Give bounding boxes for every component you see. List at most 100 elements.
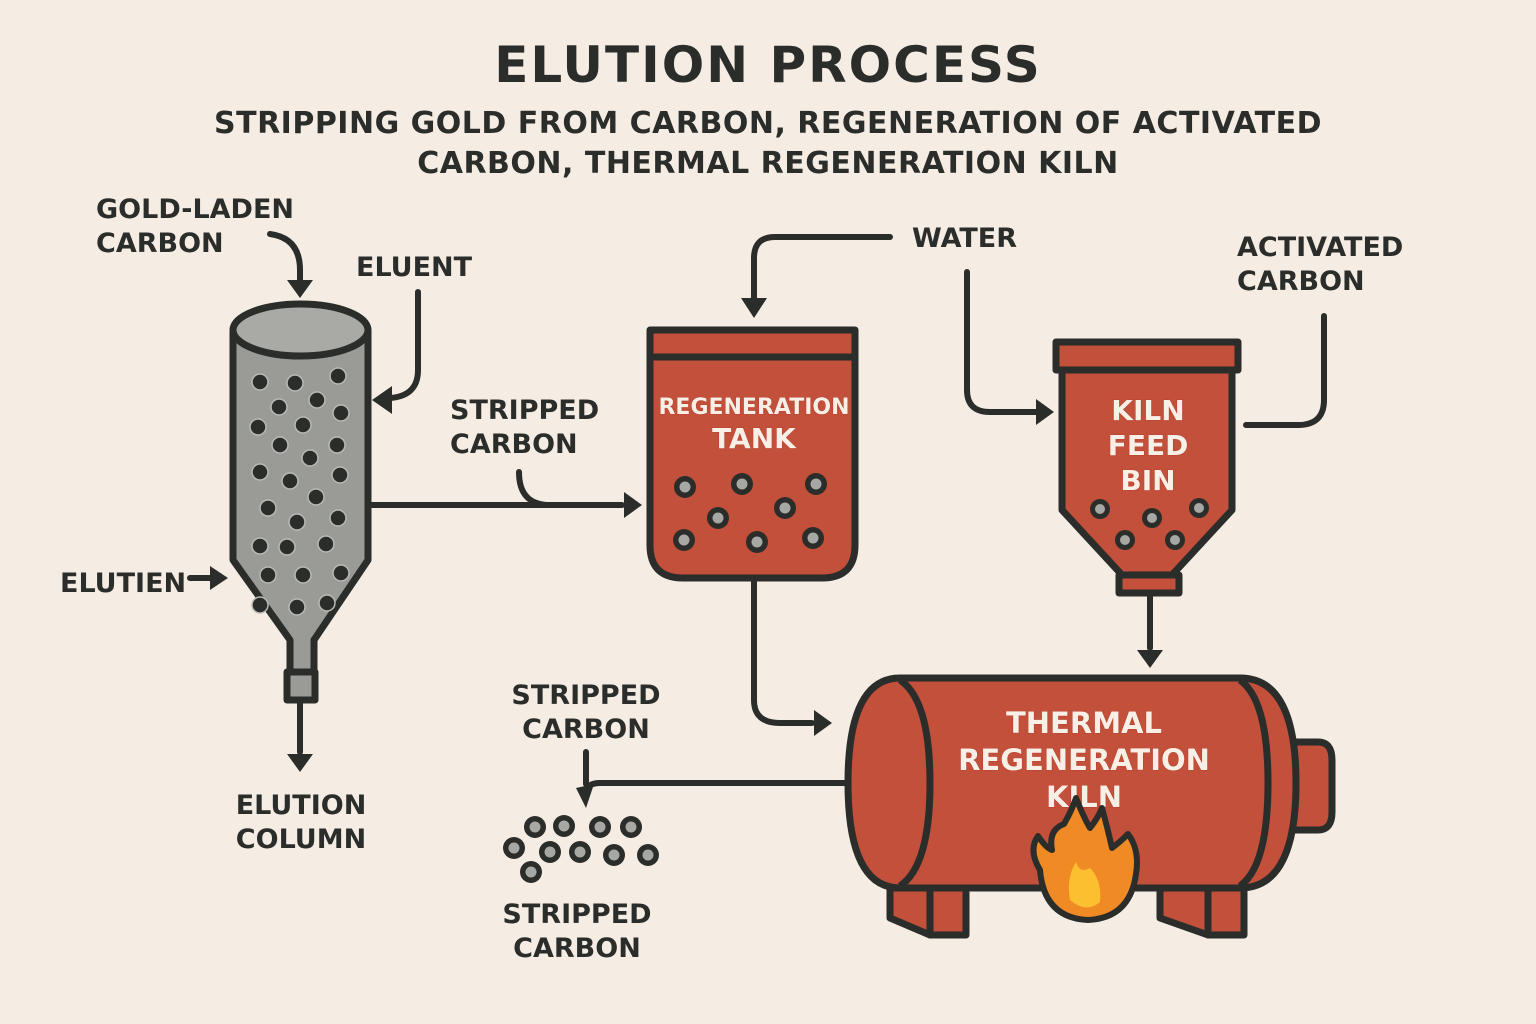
carbon-particle xyxy=(251,373,269,391)
column-top xyxy=(229,300,372,360)
activated-carbon-label-1: ACTIVATED xyxy=(1237,232,1403,263)
tank-name-1: REGENERATION xyxy=(658,395,849,420)
carbon-particle-core xyxy=(529,821,541,833)
carbon-particle-core xyxy=(751,536,763,548)
bin-carbon-particles xyxy=(1090,498,1209,550)
carbon-particle xyxy=(259,566,277,584)
column-carbon-particles xyxy=(249,367,350,616)
flame-icon xyxy=(1030,795,1140,923)
carbon-particle xyxy=(318,594,336,612)
arrowhead-icon xyxy=(1036,399,1054,425)
arrowhead-icon xyxy=(741,298,767,318)
carbon-particle-core xyxy=(736,478,748,490)
stripped-carbon-pile-label-1: STRIPPED xyxy=(502,899,651,930)
carbon-particle xyxy=(286,374,304,392)
carbon-particle-core xyxy=(810,478,822,490)
carbon-particle xyxy=(332,564,350,582)
stripped-carbon-label-2: CARBON xyxy=(450,429,578,460)
bin-spout xyxy=(1115,571,1183,597)
carbon-particle-core xyxy=(594,821,606,833)
carbon-particle-core xyxy=(608,849,620,861)
carbon-particle xyxy=(251,537,269,555)
water-label: WATER xyxy=(912,223,1017,254)
tank-body xyxy=(646,326,859,582)
kiln-end-ring xyxy=(1237,677,1272,889)
bin-name-2: FEED xyxy=(1108,429,1189,462)
elution-column-name-2: COLUMN xyxy=(236,824,366,855)
activated-carbon-label-2: CARBON xyxy=(1237,266,1365,297)
kiln-name-3: KILN xyxy=(1046,780,1122,814)
carbon-particle-core xyxy=(678,534,690,546)
arrowhead-icon xyxy=(576,784,594,808)
carbon-particle xyxy=(307,488,325,506)
eluent-arrow xyxy=(387,289,421,401)
arrowhead-icon xyxy=(372,386,392,414)
bin-name-3: BIN xyxy=(1120,464,1175,497)
tank-to-kiln-arrow xyxy=(751,578,815,726)
carbon-particle xyxy=(329,367,347,385)
subtitle-line-2: CARBON, THERMAL REGENERATION KILN xyxy=(417,146,1119,181)
water-to-bin-arrow xyxy=(964,269,1039,415)
subtitle-line-1: STRIPPING GOLD FROM CARBON, REGENERATION… xyxy=(214,106,1322,141)
kiln-name-2: REGENERATION xyxy=(958,743,1210,777)
carbon-particle-core xyxy=(1147,513,1157,523)
kiln-feed-bin: KILN FEED BIN xyxy=(1052,338,1242,597)
carbon-particle xyxy=(251,596,269,614)
carbon-particle-core xyxy=(625,821,637,833)
elution-column-name-1: ELUTION xyxy=(236,790,367,821)
carbon-particle xyxy=(332,404,350,422)
carbon-particle xyxy=(301,449,319,467)
eluent-label: ELUENT xyxy=(356,252,473,283)
carbon-particle xyxy=(288,598,306,616)
kiln-name-1: THERMAL xyxy=(1006,706,1162,740)
regeneration-tank: REGENERATION TANK xyxy=(646,326,859,582)
gold-laden-carbon-label-1: GOLD-LADEN xyxy=(96,194,294,225)
carbon-particle-core xyxy=(525,866,537,878)
carbon-particle-core xyxy=(779,502,791,514)
carbon-particle xyxy=(259,499,277,517)
gold-laden-carbon-arrow xyxy=(267,231,303,285)
stripped-carbon-pile xyxy=(503,815,659,883)
arrowhead-icon xyxy=(814,710,832,736)
bin-name-1: KILN xyxy=(1111,394,1184,427)
carbon-particle xyxy=(271,436,289,454)
page-title: ELUTION PROCESS xyxy=(494,36,1042,94)
kiln-leg xyxy=(1204,884,1248,939)
arrowhead-icon xyxy=(210,566,228,590)
carbon-particle-core xyxy=(544,846,556,858)
carbon-particle xyxy=(294,416,312,434)
carbon-particle-core xyxy=(1095,504,1105,514)
carbon-particle-core xyxy=(1120,535,1130,545)
stripped-carbon-out-label-2: CARBON xyxy=(522,714,650,745)
carbon-particle-core xyxy=(1194,503,1204,513)
tank-carbon-particles xyxy=(673,473,827,553)
kiln-end-ring xyxy=(897,677,934,889)
carbon-particle xyxy=(251,463,269,481)
kiln-leg xyxy=(886,884,934,939)
carbon-particle xyxy=(294,566,312,584)
carbon-particle xyxy=(249,418,267,436)
arrowhead-icon xyxy=(624,492,642,518)
carbon-particle xyxy=(317,535,335,553)
page-subtitle: STRIPPING GOLD FROM CARBON, REGENERATION… xyxy=(0,104,1536,184)
kiln-body xyxy=(844,674,1300,892)
thermal-regeneration-kiln: THERMAL REGENERATION KILN xyxy=(844,674,1336,939)
carbon-particle-core xyxy=(558,820,570,832)
carbon-particle xyxy=(288,513,306,531)
stripped-carbon-out-label-1: STRIPPED xyxy=(511,680,660,711)
carbon-particle-core xyxy=(642,849,654,861)
carbon-particle xyxy=(329,509,347,527)
kiln-leg xyxy=(926,884,970,939)
stripped-carbon-pile-label-2: CARBON xyxy=(513,933,641,964)
gold-laden-carbon-label-2: CARBON xyxy=(96,228,224,259)
stripped-carbon-merge xyxy=(516,469,553,508)
carbon-particle xyxy=(308,391,326,409)
carbon-particle xyxy=(281,472,299,490)
carbon-particle-core xyxy=(807,532,819,544)
carbon-particle xyxy=(278,538,296,556)
arrowhead-icon xyxy=(287,754,313,772)
elution-column xyxy=(229,300,372,704)
elutien-label: ELUTIEN xyxy=(60,568,186,599)
kiln-output-line xyxy=(581,780,851,795)
